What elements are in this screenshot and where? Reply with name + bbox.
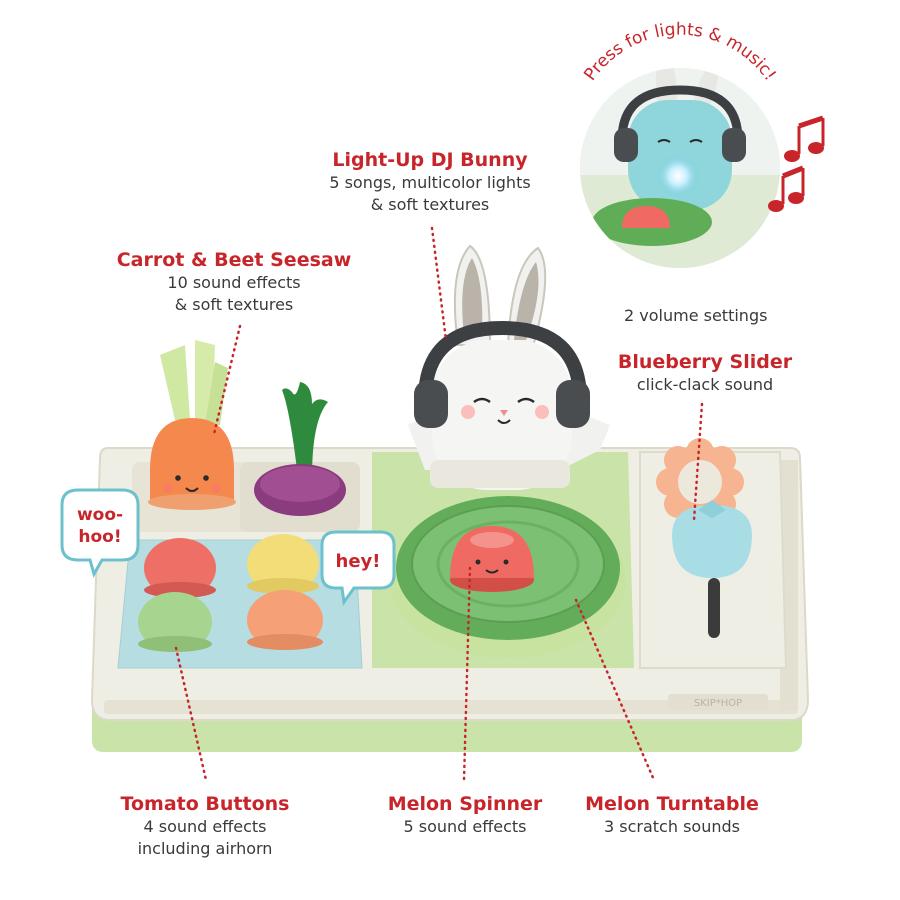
woohoo-line1: woo- — [77, 505, 123, 525]
leader-tomato — [174, 646, 208, 782]
label-melon-turntable-title: Melon Turntable — [585, 793, 759, 815]
woohoo-line2: hoo! — [78, 527, 121, 547]
leader-bunny — [430, 226, 448, 342]
label-melon-turntable-line1: 3 scratch sounds — [604, 817, 740, 836]
label-tomato-buttons-title: Tomato Buttons — [120, 793, 290, 815]
blueberry-slider[interactable] — [672, 500, 752, 578]
label-tomato-buttons-line1: 4 sound effects — [143, 817, 267, 836]
carrot-seesaw[interactable] — [148, 340, 236, 510]
label-volume: 2 volume settings — [624, 306, 768, 325]
tomato-buttons — [138, 534, 323, 652]
label-tomato-buttons-line2: including airhorn — [137, 839, 273, 858]
tomato-button-green[interactable] — [138, 592, 212, 652]
hey-text: hey! — [336, 551, 381, 572]
leader-lines — [174, 226, 704, 782]
label-melon-spinner: Melon Spinner 5 sound effects — [370, 792, 560, 838]
dj-bunny[interactable] — [408, 244, 610, 490]
label-blueberry-slider-line1: click-clack sound — [636, 375, 774, 394]
label-melon-spinner-title: Melon Spinner — [387, 793, 543, 815]
svg-text:SKIP*HOP: SKIP*HOP — [694, 698, 742, 709]
inset-closeup: Press for lights & music! — [580, 20, 780, 268]
label-seesaw-line1: 10 sound effects — [167, 273, 301, 292]
label-melon-turntable: Melon Turntable 3 scratch sounds — [572, 792, 772, 838]
label-blueberry-slider-title: Blueberry Slider — [617, 351, 793, 373]
label-seesaw-line2: & soft textures — [174, 295, 294, 314]
label-dj-bunny-line1: 5 songs, multicolor lights — [329, 173, 531, 192]
label-blueberry-slider: Blueberry Slider click-clack sound — [600, 350, 810, 396]
brand-logo: SKIP*HOP — [668, 694, 768, 710]
woohoo-bubble: woo- hoo! — [60, 488, 140, 578]
label-seesaw: Carrot & Beet Seesaw 10 sound effects & … — [104, 248, 364, 316]
music-notes-icon — [768, 115, 825, 212]
leader-seesaw — [212, 324, 242, 436]
tomato-button-yellow[interactable] — [247, 534, 319, 594]
hey-bubble: hey! — [320, 530, 396, 606]
leader-slider — [692, 402, 704, 522]
leader-turntable — [574, 598, 656, 782]
tomato-button-red[interactable] — [144, 538, 216, 598]
label-seesaw-title: Carrot & Beet Seesaw — [116, 249, 352, 271]
label-dj-bunny-line2: & soft textures — [370, 195, 490, 214]
beet-seesaw[interactable] — [254, 382, 346, 516]
label-melon-spinner-line1: 5 sound effects — [403, 817, 527, 836]
label-dj-bunny: Light-Up DJ Bunny 5 songs, multicolor li… — [300, 148, 560, 216]
leader-spinner — [462, 566, 472, 782]
tomato-button-orange[interactable] — [247, 590, 323, 650]
label-tomato-buttons: Tomato Buttons 4 sound effects including… — [90, 792, 320, 860]
label-dj-bunny-title: Light-Up DJ Bunny — [332, 149, 528, 171]
melon-spinner[interactable] — [450, 526, 534, 592]
